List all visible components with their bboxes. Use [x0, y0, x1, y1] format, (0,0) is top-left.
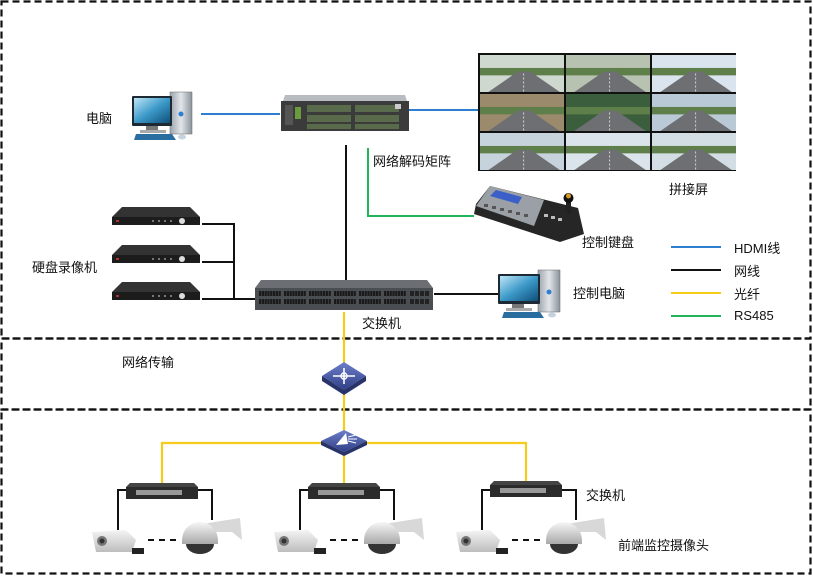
label-decoder-matrix: 网络解码矩阵	[373, 155, 452, 170]
edge-switch-icon-2[interactable]	[308, 483, 380, 499]
bullet-camera-icon[interactable]	[456, 530, 508, 554]
video-wall-tile[interactable]	[566, 55, 650, 92]
edge-switch-icon-3[interactable]	[490, 481, 562, 497]
bullet-camera-icon[interactable]	[274, 530, 326, 554]
dome-camera-icon[interactable]	[182, 518, 242, 554]
fiber-links-distribution	[160, 441, 528, 484]
zone-control-center	[0, 0, 812, 340]
ethernet-links-nvr	[202, 223, 256, 300]
label-control-pc: 控制电脑	[573, 287, 626, 302]
nvr-icon-2[interactable]	[112, 245, 200, 263]
video-wall[interactable]	[478, 53, 736, 171]
camera-group-3	[456, 518, 606, 554]
fiber-splitter-icon[interactable]	[321, 430, 367, 456]
dome-camera-icon[interactable]	[546, 518, 606, 554]
zone-network-transport	[0, 337, 812, 411]
label-control-keyboard: 控制键盘	[582, 236, 635, 251]
router-icon[interactable]	[322, 362, 366, 395]
legend-label-fiber: 光纤	[734, 287, 761, 302]
video-wall-tile[interactable]	[652, 133, 736, 170]
camera-group-1	[92, 518, 242, 554]
label-edge-switch: 交换机	[586, 489, 626, 504]
video-wall-tile[interactable]	[480, 55, 564, 92]
nvr-icon-1[interactable]	[112, 207, 200, 225]
video-wall-tile[interactable]	[652, 94, 736, 131]
legend	[671, 246, 721, 317]
legend-label-hdmi: HDMI线	[734, 241, 781, 256]
label-pc: 电脑	[86, 112, 113, 127]
legend-label-ethernet: 网线	[734, 264, 761, 279]
nvr-icon-3[interactable]	[112, 282, 200, 300]
rs485-link-decoder-keyboard	[367, 148, 474, 217]
core-switch-icon[interactable]	[255, 280, 433, 310]
video-wall-tile[interactable]	[652, 55, 736, 92]
legend-label-rs485: RS485	[734, 308, 774, 323]
bullet-camera-icon[interactable]	[92, 530, 144, 554]
label-network-transport: 网络传输	[122, 356, 175, 371]
edge-switch-icon-1[interactable]	[126, 483, 198, 499]
video-wall-tile[interactable]	[566, 94, 650, 131]
dome-camera-icon[interactable]	[364, 518, 424, 554]
label-nvr: 硬盘录像机	[32, 261, 98, 276]
decoder-matrix-icon[interactable]	[281, 95, 409, 131]
ethernet-links-cameras	[117, 489, 577, 530]
video-wall-tile[interactable]	[480, 133, 564, 170]
zone-front-end	[0, 408, 812, 575]
label-core-switch: 交换机	[362, 317, 402, 332]
pc-icon[interactable]	[132, 91, 193, 140]
camera-group-2	[274, 518, 424, 554]
video-wall-tile[interactable]	[566, 133, 650, 170]
control-pc-icon[interactable]	[498, 269, 561, 318]
label-cameras: 前端监控摄像头	[618, 539, 710, 554]
video-wall-tile[interactable]	[480, 94, 564, 131]
control-keyboard-icon[interactable]	[474, 186, 584, 242]
label-video-wall: 拼接屏	[669, 183, 709, 198]
